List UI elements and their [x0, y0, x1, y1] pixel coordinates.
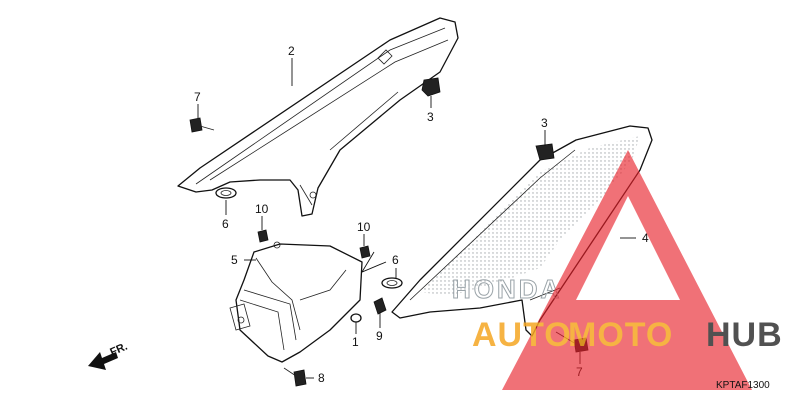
watermark: AUTO MOTO HUB — [472, 150, 783, 390]
watermark-moto: MOTO — [568, 316, 673, 354]
callout-7-left: 7 — [194, 90, 201, 104]
side-cover-left — [177, 17, 459, 217]
callout-3-right: 3 — [541, 116, 548, 130]
watermark-hub: HUB — [706, 316, 783, 354]
callout-6-left: 6 — [222, 217, 229, 231]
callout-10-left: 10 — [255, 202, 269, 216]
inner-panel — [229, 241, 363, 363]
callout-1: 1 — [352, 335, 359, 349]
collar-1 — [350, 313, 362, 323]
diagram-code: KPTAF1300 — [716, 380, 770, 391]
screw-10-left — [257, 229, 269, 243]
callout-3-upper: 3 — [427, 110, 434, 124]
screw-10-right — [359, 245, 371, 259]
callout-8: 8 — [318, 371, 325, 385]
grommet-6-left — [215, 187, 237, 199]
callout-9: 9 — [376, 329, 383, 343]
grommet-3-upper — [421, 77, 441, 97]
honda-logo-mark: HONDA — [452, 274, 562, 304]
watermark-triangle-icon — [502, 150, 752, 390]
arrow-left-icon — [88, 352, 118, 370]
bolt-9 — [373, 297, 387, 315]
direction-label: FR. — [108, 341, 129, 359]
callout-5: 5 — [231, 253, 238, 267]
bolt-8 — [283, 367, 307, 387]
grommet-6-right — [381, 277, 403, 289]
bolt-7-left — [189, 117, 215, 133]
callout-10-right: 10 — [357, 220, 371, 234]
callout-6-right: 6 — [392, 253, 399, 267]
side-cover-right: HONDA — [391, 125, 653, 337]
watermark-auto: AUTO — [472, 316, 572, 354]
callout-4: 4 — [642, 231, 649, 245]
grommet-3-right — [535, 143, 555, 161]
front-direction-arrow: FR. — [88, 341, 129, 370]
callout-2: 2 — [288, 44, 295, 58]
